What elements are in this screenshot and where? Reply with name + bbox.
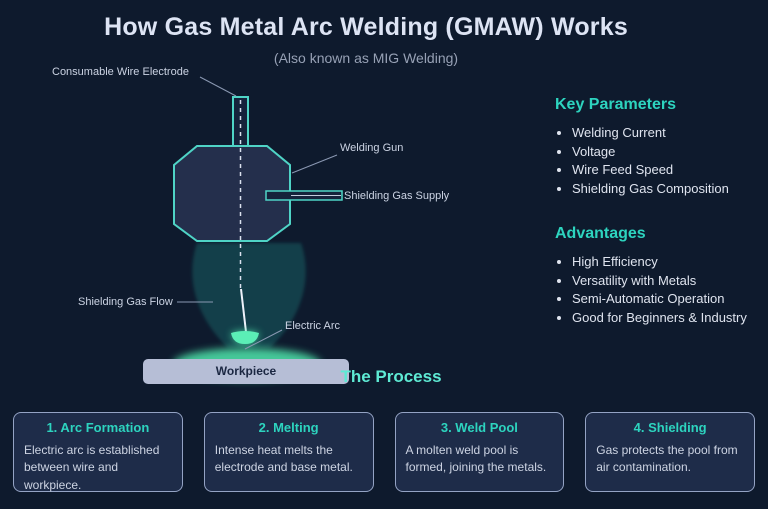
side-panel: Key Parameters Welding Current Voltage W…: [555, 96, 760, 327]
list-item: Semi-Automatic Operation: [572, 290, 760, 309]
key-parameters-heading: Key Parameters: [555, 96, 676, 113]
electric-arc-label: Electric Arc: [285, 320, 341, 332]
advantages-list: High Efficiency Versatility with Metals …: [555, 253, 760, 327]
card-title: 1. Arc Formation: [46, 420, 150, 435]
list-item: Wire Feed Speed: [572, 161, 760, 180]
process-card-weld-pool: 3. Weld Pool A molten weld pool is forme…: [394, 412, 565, 492]
advantages-section: Advantages High Efficiency Versatility w…: [555, 225, 760, 327]
card-description: Electric arc is established between wire…: [24, 443, 160, 492]
key-parameters-list: Welding Current Voltage Wire Feed Speed …: [555, 124, 760, 198]
card-description: Gas protects the pool from air contamina…: [596, 443, 738, 475]
card-title: 2. Melting: [258, 420, 319, 435]
wire-electrode-tube: [232, 96, 249, 148]
gun-pointer-line: [291, 154, 338, 174]
electrode-pointer-line: [199, 76, 237, 97]
list-item: Welding Current: [572, 124, 760, 143]
process-card-melting: 2. Melting Intense heat melts the electr…: [203, 412, 374, 492]
list-item: Voltage: [572, 143, 760, 162]
header: How Gas Metal Arc Welding (GMAW) Works (…: [0, 13, 732, 66]
list-item: High Efficiency: [572, 253, 760, 272]
arc-pointer-line: [244, 329, 283, 350]
process-cards: 1. Arc Formation Electric arc is establi…: [0, 412, 768, 492]
key-parameters-section: Key Parameters Welding Current Voltage W…: [555, 96, 760, 198]
welding-gun-body: [173, 145, 291, 242]
list-item: Versatility with Metals: [572, 272, 760, 291]
welding-gun-label: Welding Gun: [340, 142, 404, 154]
shielding-gas-cone: [192, 243, 306, 348]
card-description: A molten weld pool is formed, joining th…: [405, 443, 547, 475]
list-item: Good for Beginners & Industry: [572, 309, 760, 328]
gas-flow-label: Shielding Gas Flow: [78, 296, 173, 308]
gas-supply-label: Shielding Gas Supply: [344, 190, 450, 202]
process-card-arc-formation: 1. Arc Formation Electric arc is establi…: [13, 412, 183, 492]
process-card-shielding: 4. Shielding Gas protects the pool from …: [585, 412, 755, 492]
card-description: Intense heat melts the electrode and bas…: [214, 443, 353, 475]
electrode-label: Consumable Wire Electrode: [52, 66, 189, 78]
wire-line: [240, 288, 247, 333]
process-heading: The Process: [340, 367, 442, 386]
electric-arc-shape: [231, 331, 259, 344]
card-title: 4. Shielding: [633, 420, 707, 435]
advantages-heading: Advantages: [555, 225, 646, 242]
page-subtitle: (Also known as MIG Welding): [273, 50, 459, 66]
card-title: 3. Weld Pool: [440, 420, 518, 435]
workpiece-bar: Workpiece: [143, 359, 349, 384]
page-title: How Gas Metal Arc Welding (GMAW) Works: [104, 13, 628, 41]
list-item: Shielding Gas Composition: [572, 180, 760, 199]
